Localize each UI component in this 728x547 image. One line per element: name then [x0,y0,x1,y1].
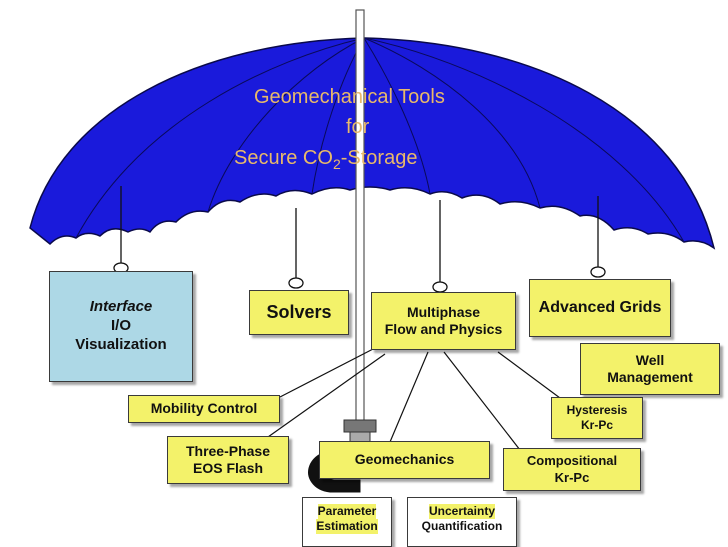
umbrella-canopy [29,37,716,250]
solvers-box: Solvers [249,290,349,335]
geomechanics-box: Geomechanics [319,441,490,479]
uncertainty-box: Uncertainty Quantification [407,497,517,547]
diagram-title-line2: for [346,116,370,138]
mobility-control-box: Mobility Control [128,395,280,423]
diagram-title-line1: Geomechanical Tools [254,86,445,108]
hysteresis-box: Hysteresis Kr-Pc [551,397,643,439]
three-phase-box: Three-Phase EOS Flash [167,436,289,484]
compositional-box: Compositional Kr-Pc [503,448,641,491]
diagram-title-line3: Secure CO2-Storage [234,147,418,172]
interface-box: Interface I/O Visualization [49,271,193,382]
multiphase-box: Multiphase Flow and Physics [371,292,516,350]
umbrella-ribs [75,37,685,243]
hanger-strings [113,186,606,293]
umbrella-shaft [355,9,365,429]
well-management-box: Well Management [580,343,720,395]
connector-lines [267,347,561,451]
advanced-grids-box: Advanced Grids [529,279,671,337]
handle-collar [343,419,377,433]
parameter-estimation-box: Parameter Estimation [302,497,392,547]
